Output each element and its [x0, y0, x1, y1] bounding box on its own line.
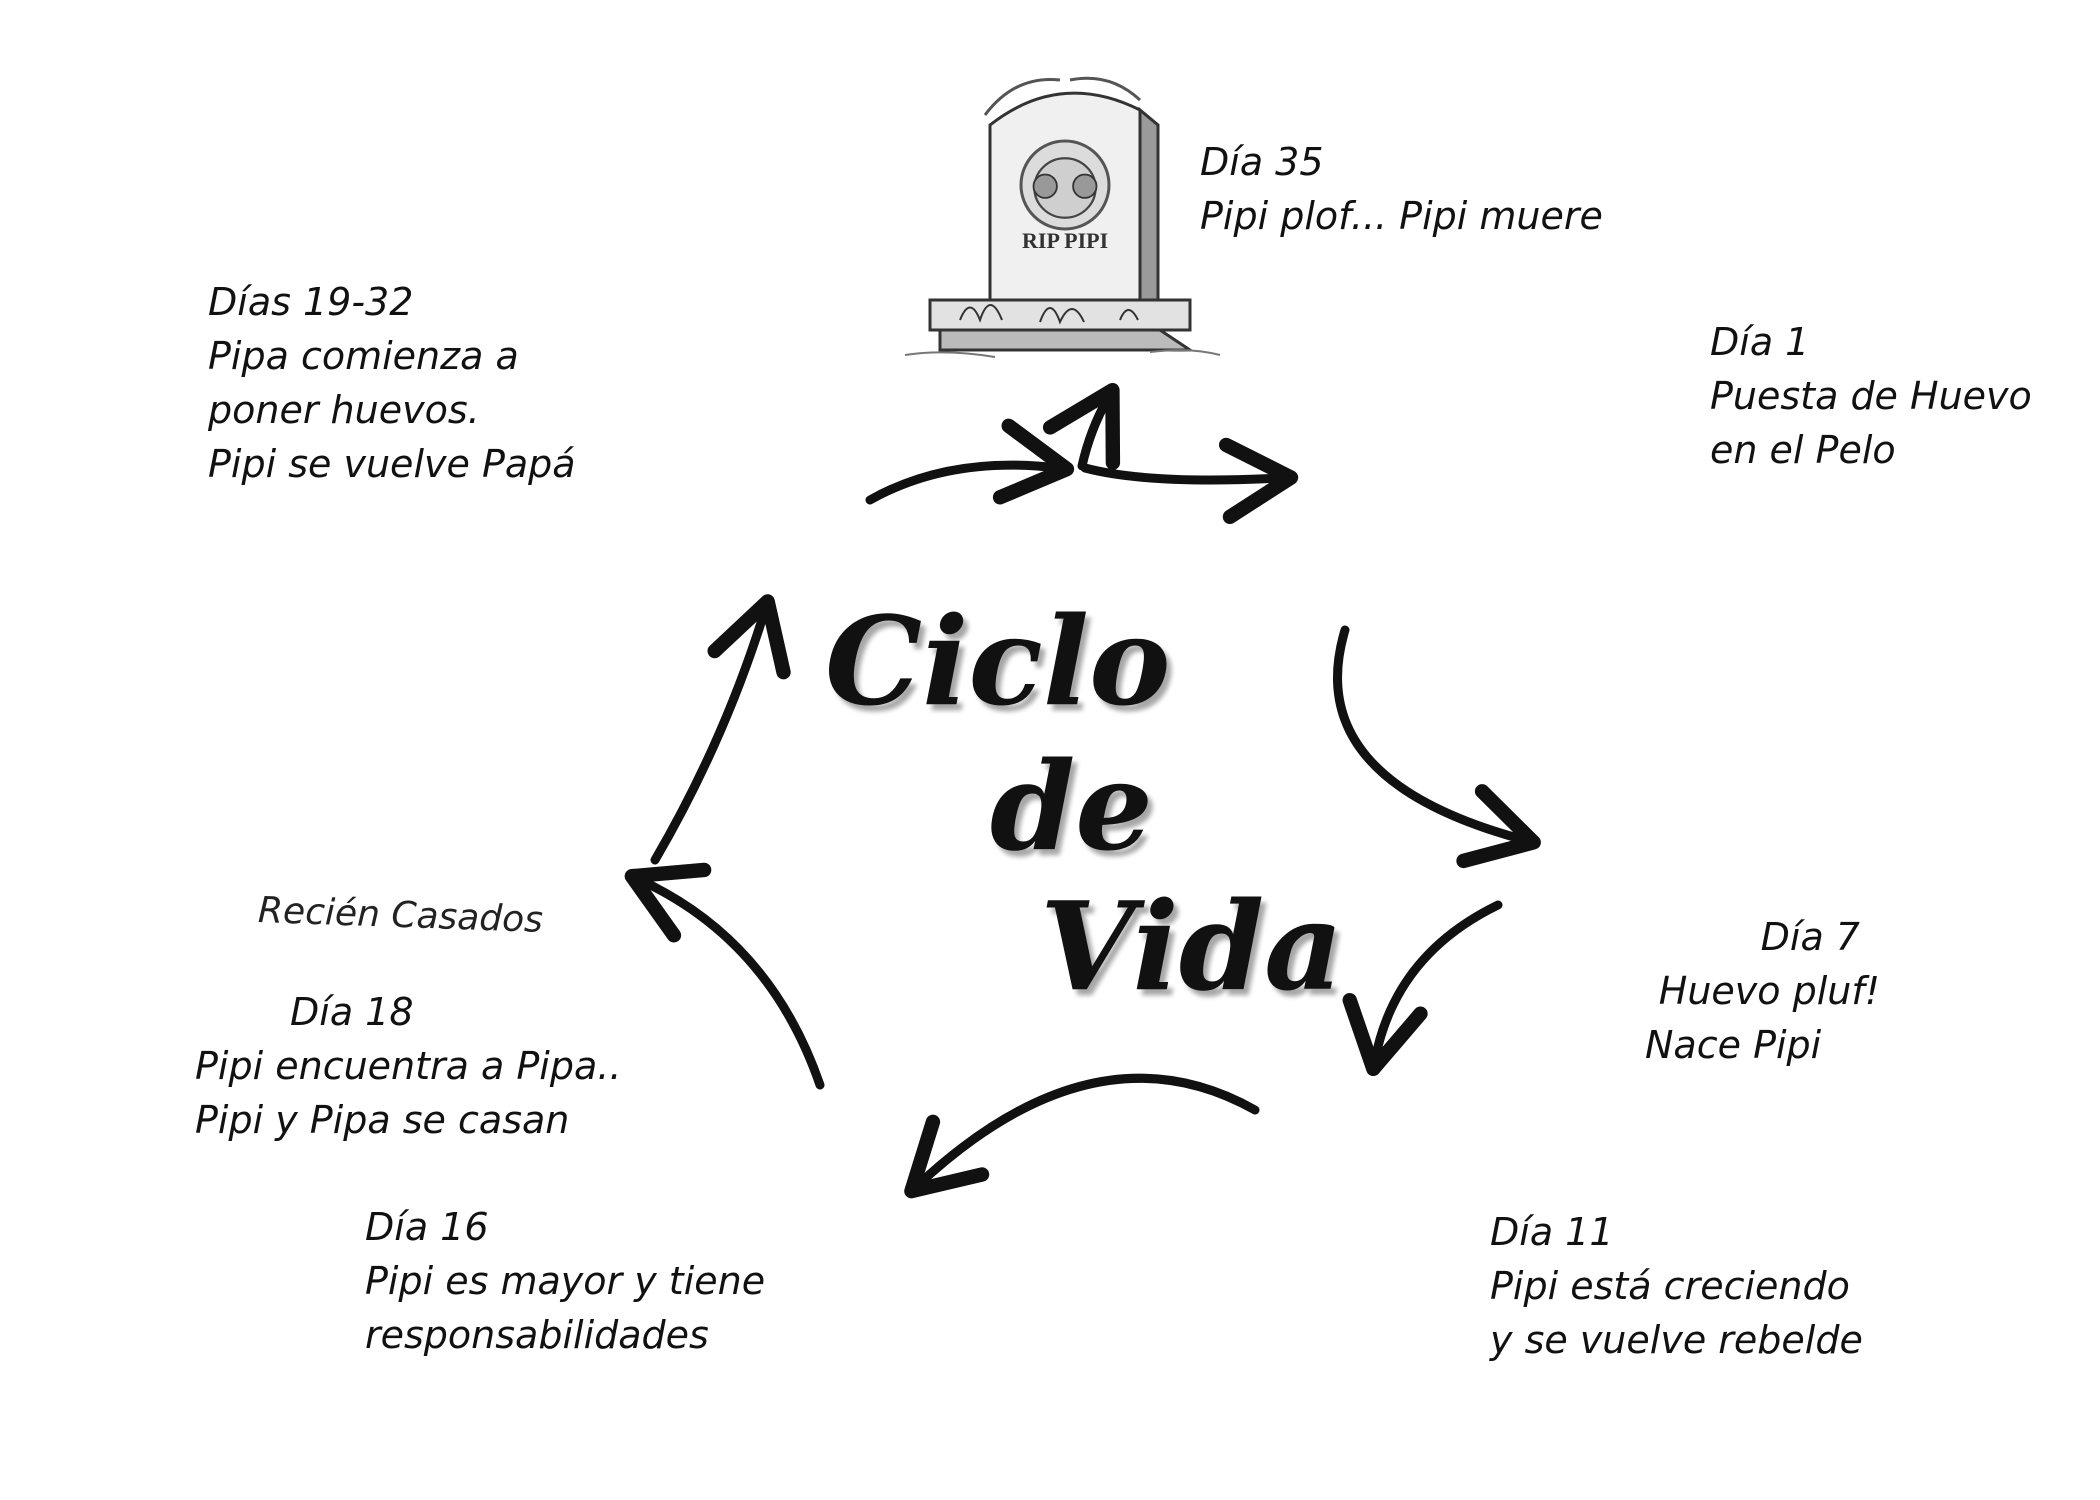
label-day16: Día 16 Pipi es mayor y tiene responsabil…	[365, 1200, 765, 1362]
label-day19-32-line3: poner huevos.	[208, 388, 480, 432]
label-day35-line2: Pipi plof... Pipi muere	[1200, 194, 1603, 238]
label-day11-line3: y se vuelve rebelde	[1490, 1318, 1863, 1362]
title-line-de: de	[990, 734, 1153, 878]
label-day19-32-line2: Pipa comienza a	[208, 334, 519, 378]
label-day7-line3: Nace Pipi	[1645, 1023, 1822, 1067]
title-line-vida: Vida	[1040, 874, 1344, 1018]
tombstone-icon	[904, 76, 1221, 358]
label-day7-line1: Día 7	[1760, 915, 1860, 959]
label-day16-line1: Día 16	[365, 1205, 489, 1249]
label-day19-32: Días 19-32 Pipa comienza a poner huevos.…	[208, 275, 576, 491]
label-day7: Día 7 Huevo pluf! Nace Pipi	[1645, 910, 1880, 1072]
label-day19-32-line1: Días 19-32	[208, 280, 414, 324]
label-day16-line2: Pipi es mayor y tiene	[365, 1259, 766, 1303]
label-day11: Día 11 Pipi está creciendo y se vuelve r…	[1490, 1205, 1863, 1367]
label-day16-line3: responsabilidades	[365, 1313, 709, 1357]
label-day1: Día 1 Puesta de Huevo en el Pelo	[1710, 315, 2032, 477]
label-day1-line1: Día 1	[1710, 320, 1810, 364]
label-day1-line3: en el Pelo	[1710, 428, 1896, 472]
label-day35: Día 35 Pipi plof... Pipi muere	[1200, 135, 1603, 243]
arrow-crib-to-death	[865, 418, 1075, 505]
label-day7-line2: Huevo pluf!	[1658, 969, 1880, 1013]
label-day18: Día 18 Pipi encuentra a Pipa.. Pipi y Pi…	[195, 985, 621, 1147]
arrow-wedding-to-crib	[650, 594, 791, 865]
arrow-death-to-egg	[1080, 437, 1299, 525]
label-day35-line1: Día 35	[1200, 140, 1324, 184]
cycle-arrows	[624, 382, 1541, 1199]
label-day1-line2: Puesta de Huevo	[1710, 374, 2032, 418]
label-day18-line3: Pipi y Pipa se casan	[195, 1098, 570, 1142]
label-day11-line1: Día 11	[1490, 1210, 1614, 1254]
arrow-death-split-up	[1042, 382, 1121, 471]
title-line-ciclo: Ciclo	[825, 589, 1171, 733]
label-day18-line1: Día 18	[290, 990, 414, 1034]
arrow-adult-to-wedding	[624, 862, 825, 1090]
label-day19-32-line4: Pipi se vuelve Papá	[208, 442, 576, 486]
arrow-skater-to-adult	[904, 1073, 1260, 1199]
label-day18-line2: Pipi encuentra a Pipa..	[195, 1044, 622, 1088]
arrow-egg-to-hatch	[1333, 625, 1541, 869]
label-day11-line2: Pipi está creciendo	[1490, 1264, 1850, 1308]
arrow-hatch-to-skater	[1342, 900, 1503, 1077]
tombstone-inscription: RIP PIPI	[1022, 228, 1109, 253]
